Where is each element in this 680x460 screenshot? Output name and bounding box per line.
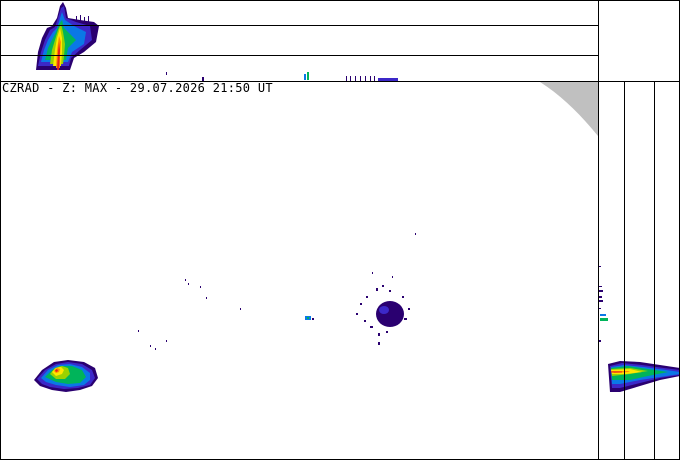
out-of-range-area: [540, 82, 598, 136]
right-projection-panel: [598, 82, 680, 460]
echo-cluster-center: [356, 233, 416, 345]
right-projection-small-echoes: [598, 266, 608, 342]
right-projection-echo: [608, 361, 680, 392]
main-map-panel: [34, 82, 598, 392]
map-title: CZRAD - Z: MAX - 29.07.2026 21:50 UT: [2, 81, 273, 95]
scattered-small-echoes: [138, 279, 314, 350]
top-projection-small-echoes: [166, 72, 398, 81]
top-projection-panel: [0, 2, 598, 81]
storm-cell-west: [34, 360, 98, 392]
top-projection-echo: [36, 2, 99, 70]
